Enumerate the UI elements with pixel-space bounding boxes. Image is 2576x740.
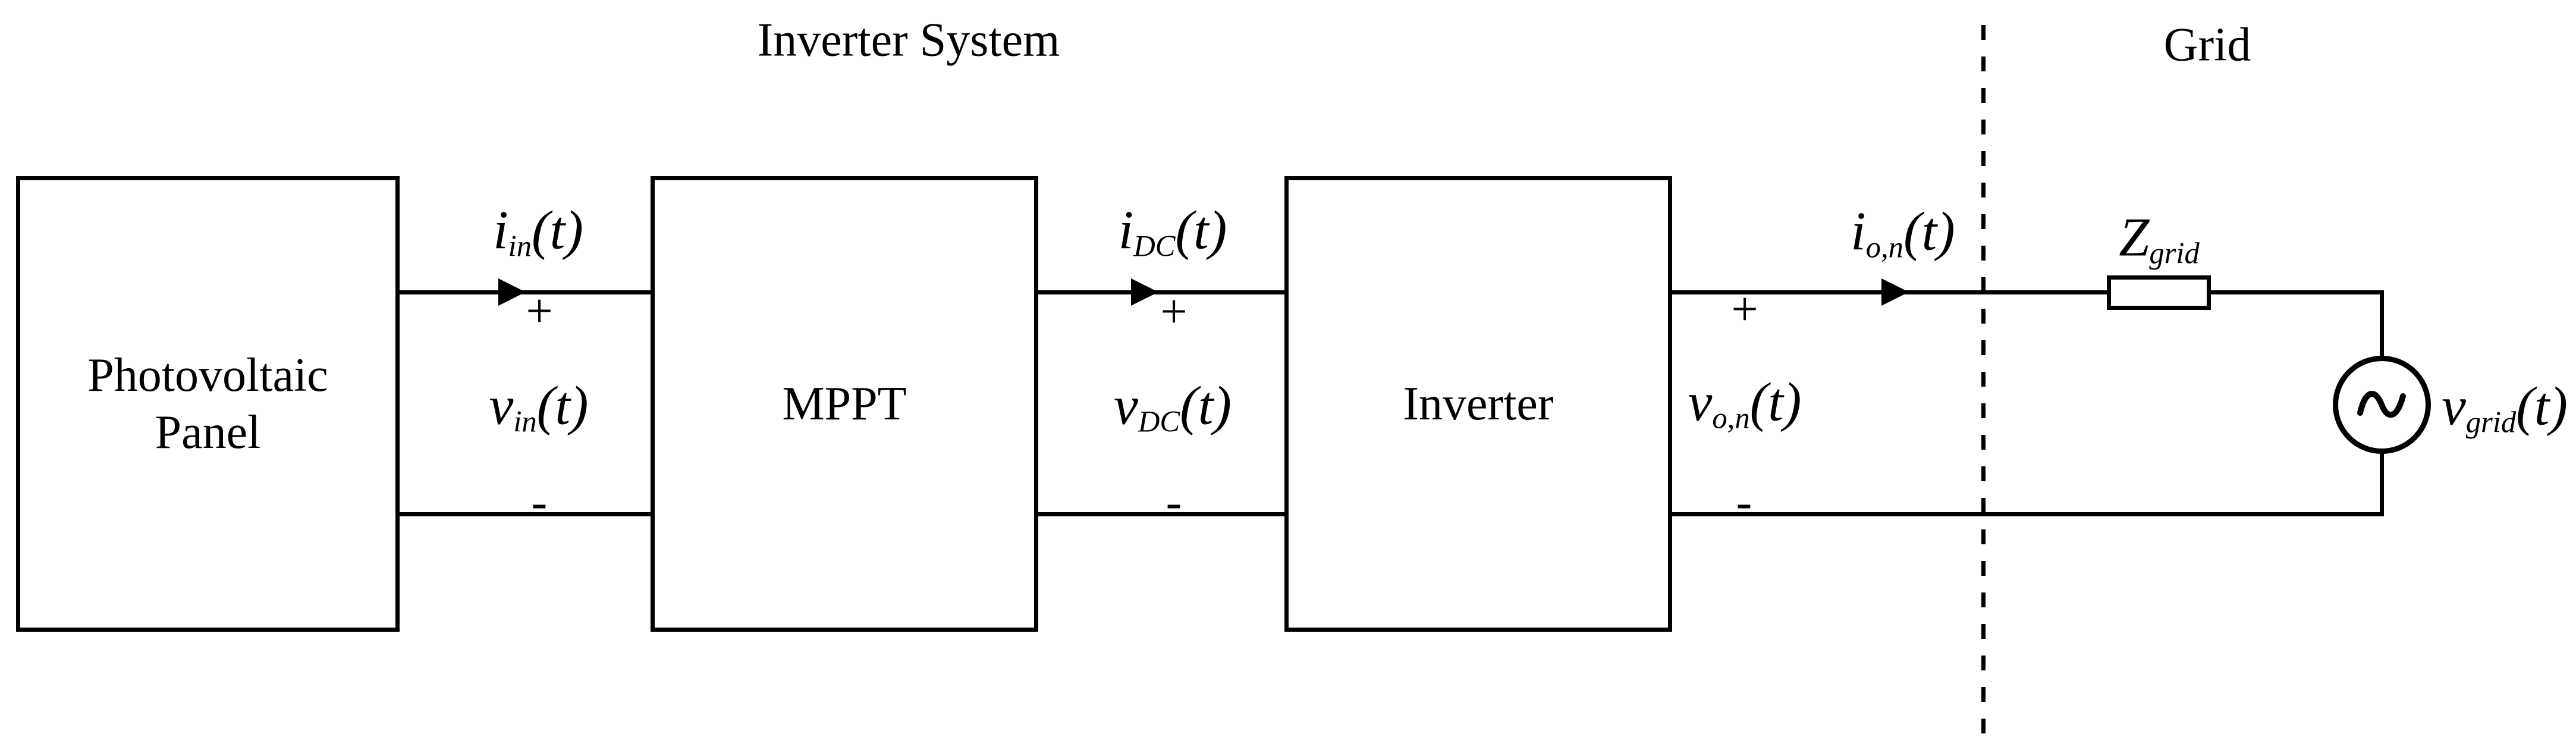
label-i-on-base: i xyxy=(1851,200,1866,262)
wire-bottom-inverter-to-grid xyxy=(1670,512,2384,516)
block-mppt-label: MPPT xyxy=(782,378,907,430)
wire-bottom-pv-to-mppt xyxy=(395,512,654,516)
resistor-z-grid-icon xyxy=(2107,275,2211,310)
current-arrow-i-dc-icon xyxy=(1131,278,1158,306)
polarity-minus-output: - xyxy=(1736,476,1752,529)
polarity-minus-input: - xyxy=(531,476,548,529)
polarity-plus-dc: + xyxy=(1160,286,1188,338)
title-grid: Grid xyxy=(2163,18,2251,71)
label-v-dc-sub: DC xyxy=(1138,405,1180,438)
label-v-dc-base: v xyxy=(1114,375,1138,436)
label-i-in: iin(t) xyxy=(493,199,583,264)
block-photovoltaic-panel: Photovoltaic Panel xyxy=(16,176,400,632)
sine-wave-icon xyxy=(2357,391,2406,418)
label-z-grid-sub: grid xyxy=(2149,236,2200,270)
label-i-dc-sub: DC xyxy=(1133,229,1176,263)
label-v-in-suffix: (t) xyxy=(536,375,589,436)
label-i-dc: iDC(t) xyxy=(1119,199,1227,264)
label-v-in-base: v xyxy=(489,375,514,436)
polarity-plus-input: + xyxy=(526,285,553,338)
label-v-grid-base: v xyxy=(2441,375,2466,437)
pv-label-line2: Panel xyxy=(155,406,261,459)
label-v-dc-suffix: (t) xyxy=(1180,375,1232,436)
label-i-in-suffix: (t) xyxy=(532,199,583,261)
label-v-dc: vDC(t) xyxy=(1114,374,1232,439)
label-i-in-sub: in xyxy=(508,229,532,263)
label-i-dc-suffix: (t) xyxy=(1175,199,1227,261)
wire-top-mppt-to-inverter xyxy=(1036,290,1288,294)
wire-vertical-source-top xyxy=(2380,290,2384,359)
block-photovoltaic-panel-label: Photovoltaic Panel xyxy=(87,347,328,461)
block-inverter-label: Inverter xyxy=(1403,378,1554,430)
wire-top-inverter-to-grid xyxy=(1670,290,2384,294)
label-v-in-sub: in xyxy=(513,405,537,438)
current-arrow-i-in-icon xyxy=(498,278,526,306)
label-i-in-base: i xyxy=(493,199,508,261)
current-arrow-i-on-icon xyxy=(1881,278,1909,306)
block-inverter: Inverter xyxy=(1284,176,1672,632)
label-v-grid: vgrid(t) xyxy=(2442,375,2568,440)
label-v-on-sub: o,n xyxy=(1712,401,1750,435)
block-mppt: MPPT xyxy=(651,176,1038,632)
label-z-grid: Zgrid xyxy=(2119,206,2200,271)
label-v-grid-suffix: (t) xyxy=(2516,375,2568,437)
wire-vertical-source-bottom xyxy=(2380,450,2384,516)
label-i-on-sub: o,n xyxy=(1865,230,1903,264)
label-i-on: io,n(t) xyxy=(1851,200,1955,265)
wire-bottom-mppt-to-inverter xyxy=(1036,512,1288,516)
polarity-plus-output: + xyxy=(1731,283,1758,336)
label-v-in: vin(t) xyxy=(489,374,588,439)
label-v-on: vo,n(t) xyxy=(1688,371,1802,435)
pv-label-line1: Photovoltaic xyxy=(87,349,328,402)
title-inverter-system: Inverter System xyxy=(757,14,1060,67)
label-z-grid-base: Z xyxy=(2119,206,2150,268)
label-v-grid-sub: grid xyxy=(2465,405,2517,439)
polarity-minus-dc: - xyxy=(1166,476,1182,529)
grid-boundary-dashed-line xyxy=(1981,25,1986,734)
label-i-dc-base: i xyxy=(1118,199,1134,261)
label-v-on-base: v xyxy=(1688,371,1713,432)
label-v-on-suffix: (t) xyxy=(1749,371,1802,432)
label-i-on-suffix: (t) xyxy=(1903,200,1955,262)
